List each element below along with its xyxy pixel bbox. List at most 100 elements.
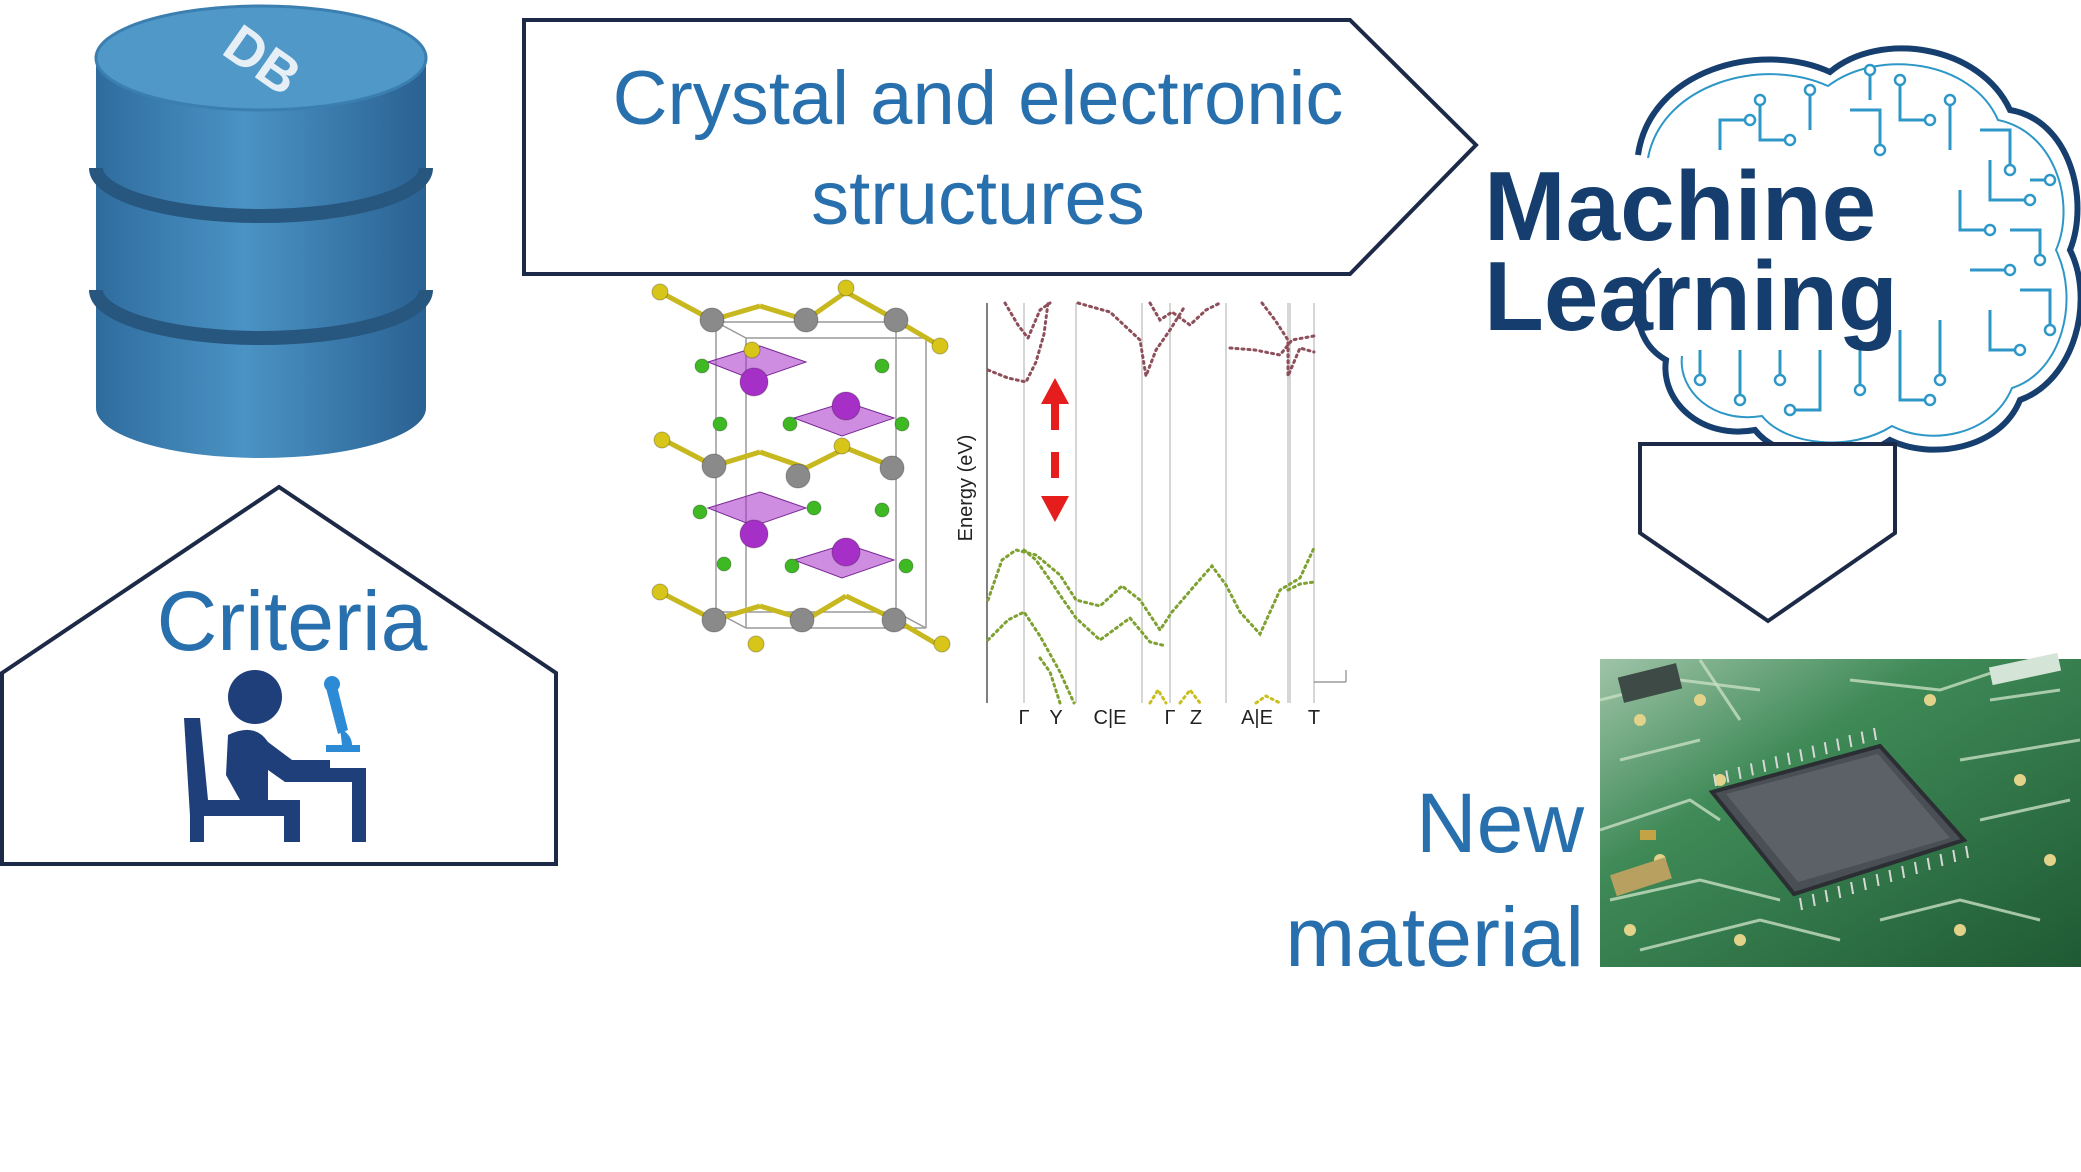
pcb-trace	[1879, 898, 2041, 922]
circuit-trace	[1898, 330, 1930, 402]
chip-pin	[1762, 759, 1767, 773]
atom	[831, 391, 861, 421]
circuit-node	[1933, 373, 1947, 387]
chip-pin	[1837, 885, 1842, 899]
atom	[712, 416, 728, 432]
atom	[782, 416, 798, 432]
atom	[716, 556, 732, 572]
atom	[831, 537, 861, 567]
atom	[894, 416, 910, 432]
circuit-node	[2043, 173, 2057, 187]
pcb-pad	[1954, 924, 1966, 936]
conduction-band	[1003, 301, 1052, 341]
circuit-node	[1733, 393, 1747, 407]
chip-pin	[1823, 741, 1828, 755]
valence-band	[1148, 687, 1168, 705]
atom	[874, 358, 890, 374]
chip-pin	[1873, 727, 1877, 741]
atom	[701, 607, 727, 633]
atom	[694, 358, 710, 374]
chip-pin	[1799, 749, 1804, 762]
atom	[699, 307, 725, 333]
kpoint-label: Γ	[1018, 707, 1029, 729]
pcb-component	[1609, 857, 1672, 897]
chip-pin	[1875, 873, 1880, 887]
chip-pin	[1811, 893, 1816, 907]
valence-band	[986, 610, 1076, 705]
circuit-trace	[2010, 228, 2042, 260]
kpoint-label: A|E	[1241, 707, 1273, 729]
chip-pin	[1952, 849, 1957, 863]
kpoint-label: Y	[1049, 707, 1062, 729]
criteria-box: Criteria	[0, 484, 558, 866]
chip-pin	[1888, 869, 1893, 883]
chip-pin	[1901, 865, 1906, 879]
pcb-pad	[2014, 774, 2026, 786]
chip-pin	[1848, 734, 1853, 748]
chip-pin	[1811, 745, 1816, 758]
pcb-component	[1988, 652, 2062, 686]
atom	[833, 437, 851, 455]
pcb-trace	[1979, 798, 2071, 822]
circuit-node	[1853, 383, 1867, 397]
pcb-pad	[1624, 924, 1636, 936]
chip-pin	[1824, 889, 1829, 903]
circuit-trace	[1988, 160, 2030, 202]
pcb-pad	[1634, 714, 1646, 726]
atom	[747, 635, 765, 653]
pcb-trace	[1609, 878, 1781, 902]
circuit-node	[2023, 193, 2037, 207]
circuit-node	[1873, 143, 1887, 157]
atom	[785, 463, 811, 489]
valence-band	[1254, 694, 1282, 705]
pcb-pad	[1714, 774, 1726, 786]
circuit-trace	[1980, 128, 2012, 170]
circuit-node	[1863, 63, 1877, 77]
chip-pin	[1799, 897, 1803, 911]
circuit-node	[1803, 83, 1817, 97]
chip-pin	[1939, 853, 1944, 867]
chip-pin	[1737, 766, 1742, 780]
circuit-node	[1923, 393, 1937, 407]
structures-title-line2: structures	[811, 156, 1145, 241]
circuit-node	[1983, 223, 1997, 237]
atom	[651, 583, 669, 601]
circuit-node	[1743, 113, 1757, 127]
new-material-line1: New	[1416, 776, 1584, 870]
pcb-trace	[1849, 668, 2001, 692]
structures-title-line1: Crystal and electronic	[613, 56, 1344, 141]
pcb-trace	[1639, 918, 1841, 952]
conduction-band	[986, 301, 1050, 384]
pcb-component	[1617, 663, 1683, 703]
kpoint-label: Γ	[1164, 707, 1175, 729]
machine-learning-logo: Machine Learning	[1484, 45, 2081, 461]
circuit-node	[1693, 373, 1707, 387]
structures-arrow-box: Crystal and electronic structures	[522, 18, 1479, 276]
microchip	[1708, 727, 1969, 911]
atom	[784, 558, 800, 574]
circuit-node	[2043, 323, 2057, 337]
new-material-line2: material	[1285, 890, 1584, 984]
atom	[739, 367, 769, 397]
chip-pin	[1774, 756, 1779, 769]
circuit-node	[1923, 113, 1937, 127]
circuit-trace	[1988, 310, 2020, 352]
circuit-node	[2003, 163, 2017, 177]
atom	[837, 279, 855, 297]
circuit-trace	[1758, 100, 1790, 142]
atom	[931, 337, 949, 355]
atom	[789, 607, 815, 633]
atom	[743, 341, 761, 359]
pcb-trace	[1989, 688, 2061, 702]
kpoint-label: C|E	[1094, 707, 1127, 729]
pcb-component	[1640, 830, 1656, 840]
valence-band	[1286, 580, 1316, 592]
atom	[653, 431, 671, 449]
chip-pin	[1913, 861, 1918, 875]
circuit-trace	[1790, 350, 1822, 412]
band-ylabel: Energy (eV)	[955, 435, 977, 542]
chip-pin	[1862, 877, 1867, 891]
person-at-desk-icon	[184, 670, 366, 842]
